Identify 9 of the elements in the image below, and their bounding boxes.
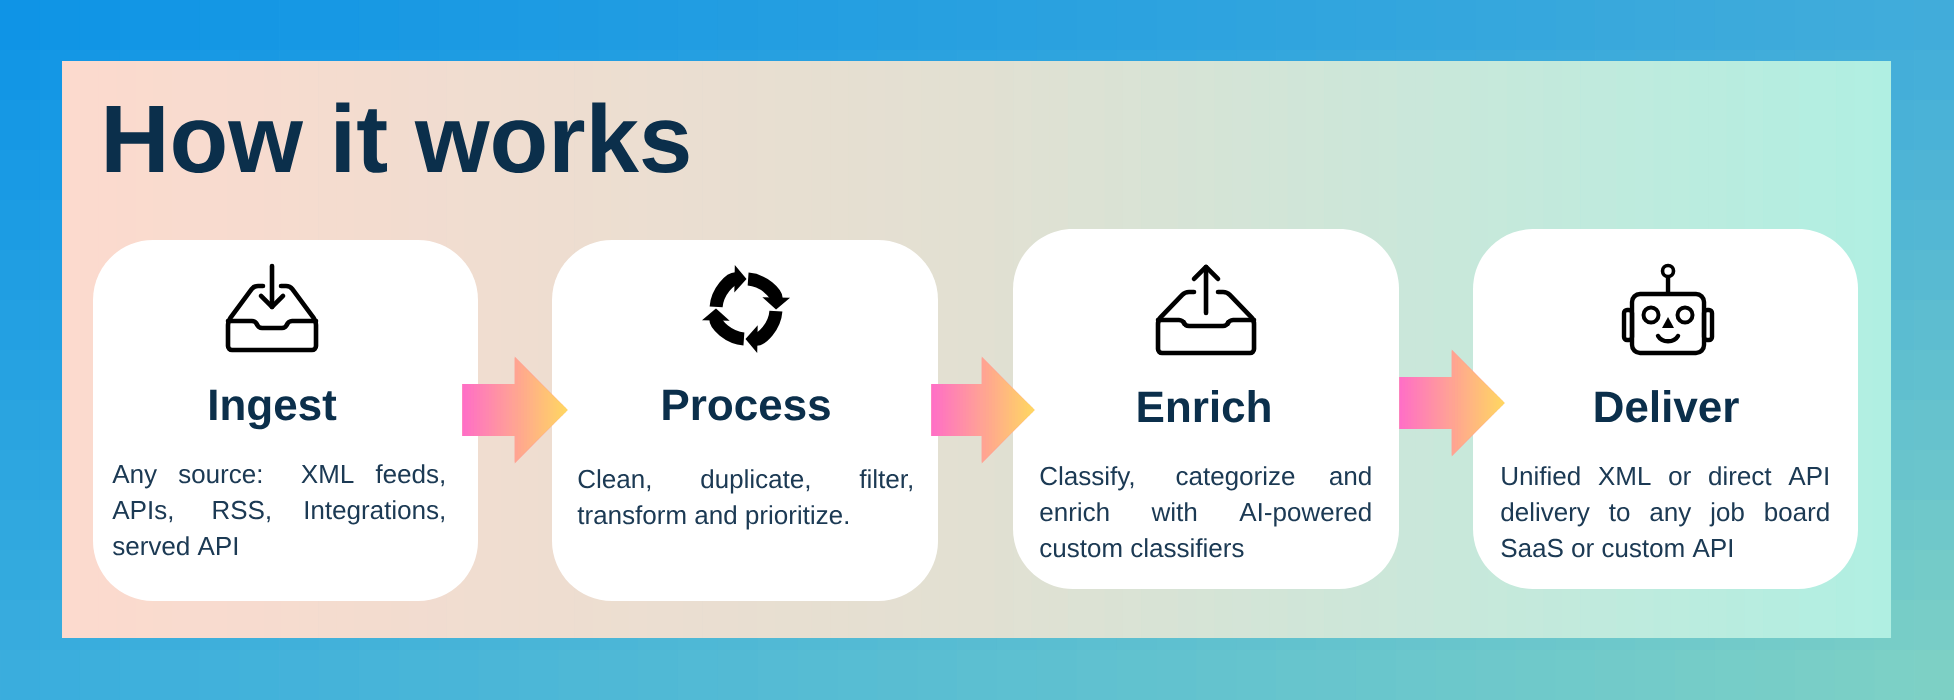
step-title: Enrich [1138, 390, 1270, 423]
step-description: Classify, categorize and enrich with AI-powered custom classifiers [1040, 466, 1371, 558]
step-title: Deliver [1595, 390, 1739, 423]
step-description: Clean, duplicate, filter, transform and prioritize. [577, 469, 912, 530]
step-description: Unified XML or direct API delivery to any job board SaaS or custom API [1501, 466, 1829, 558]
step-title: Process [663, 389, 830, 421]
step-title: Ingest [210, 389, 337, 430]
heading: How it works [106, 102, 689, 173]
step-description: Any source: XML feeds, APIs, RSS, Integrations, served API [112, 464, 444, 556]
